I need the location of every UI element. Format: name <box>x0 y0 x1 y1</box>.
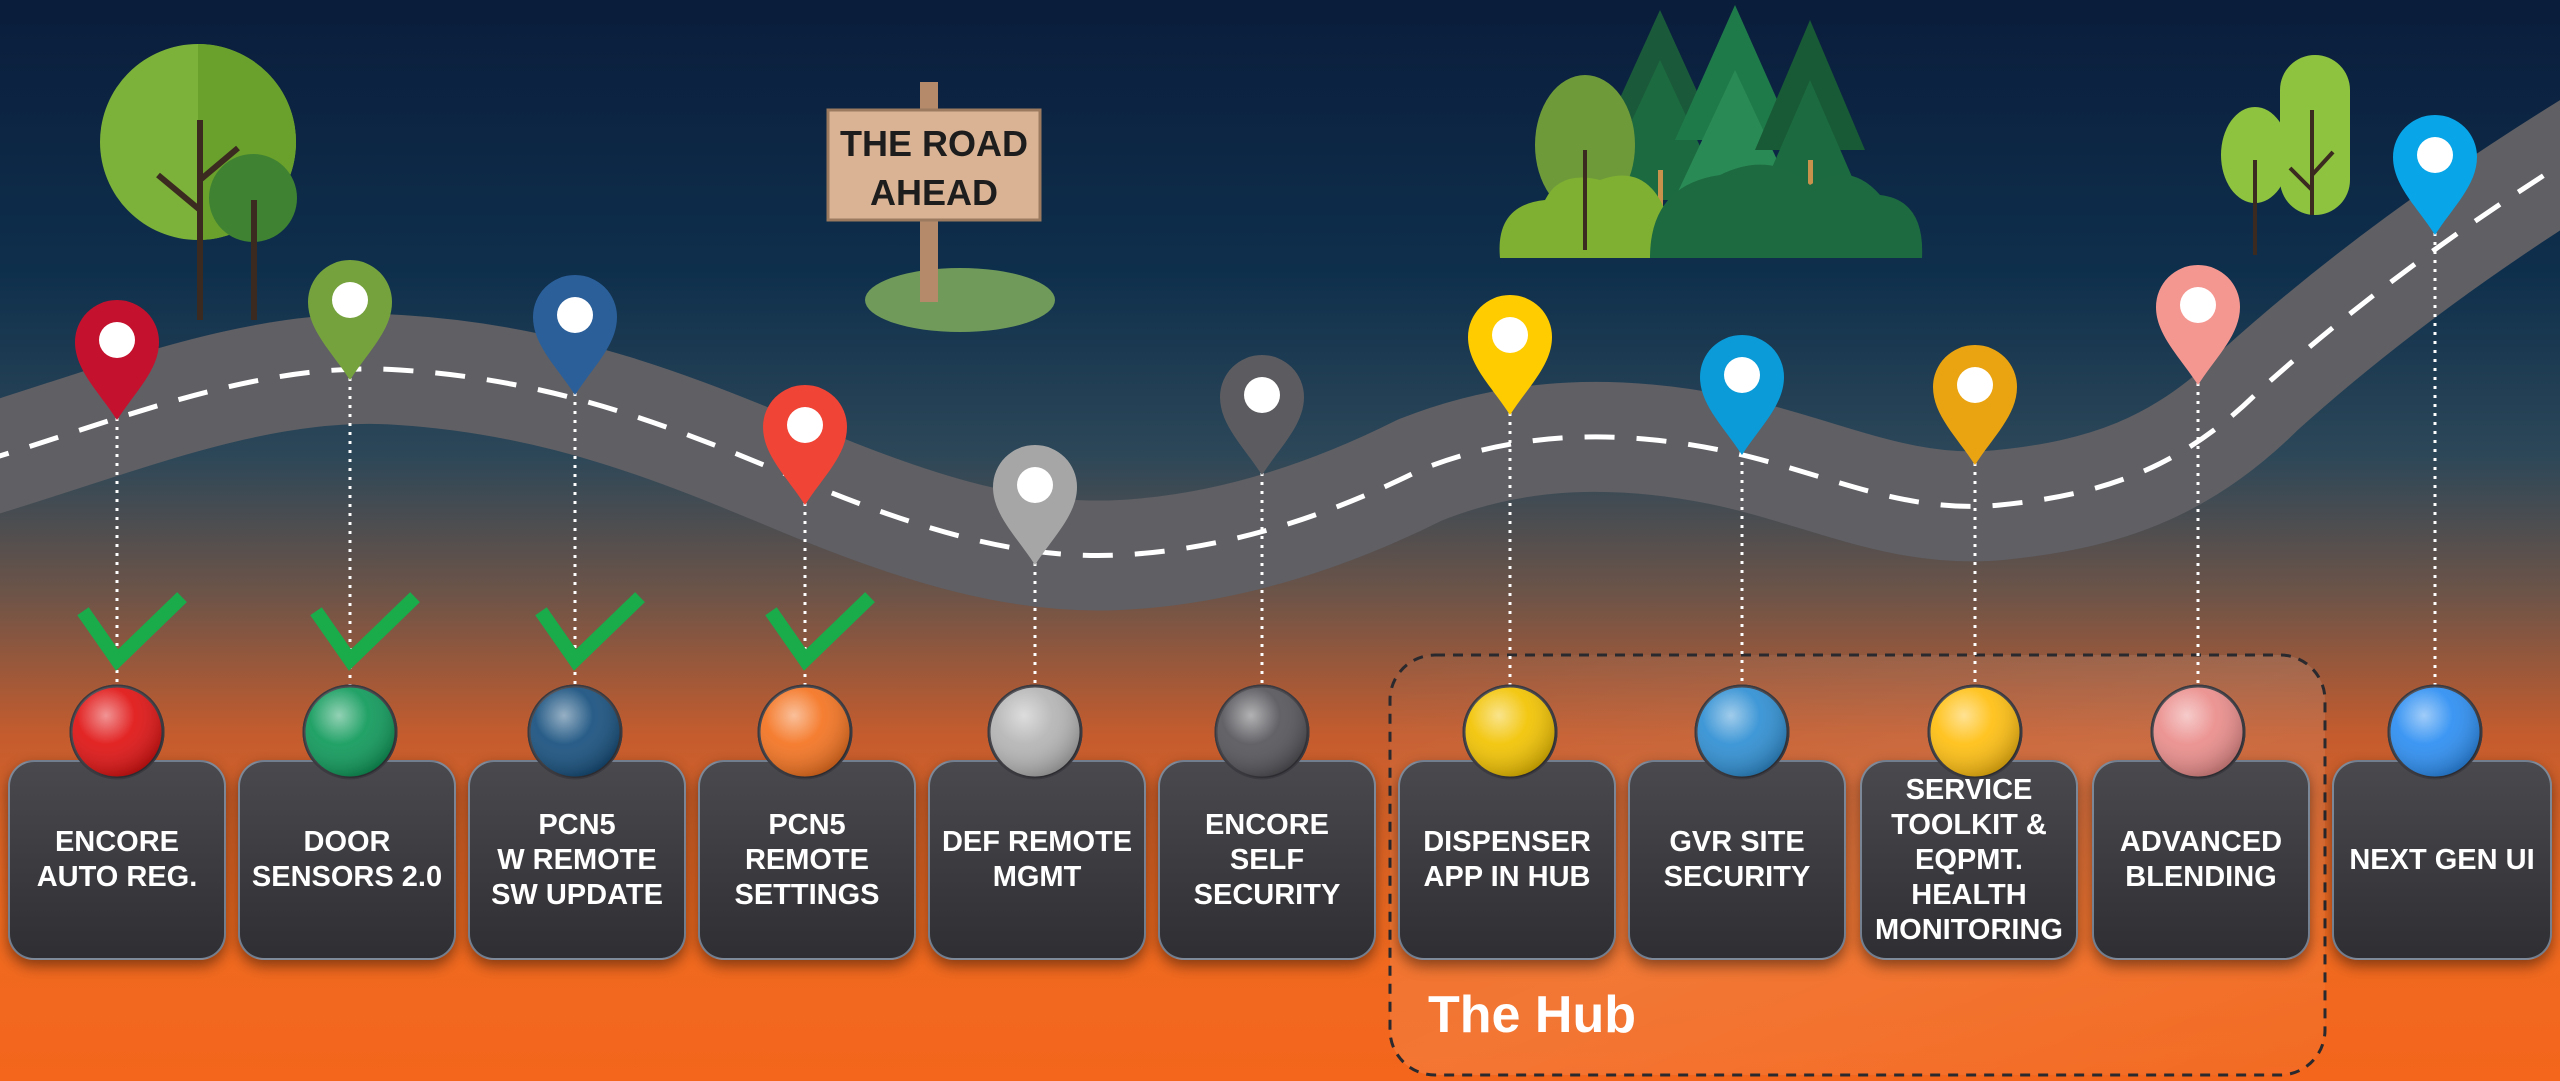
checkmark-icon <box>310 592 420 671</box>
checkmark-icon <box>535 592 645 671</box>
milestone-card: ADVANCED BLENDING <box>2092 760 2310 960</box>
milestone-card: ENCORE AUTO REG. <box>8 760 226 960</box>
map-pin-icon <box>1700 335 1784 455</box>
checkmark-icon <box>765 592 875 671</box>
map-pin-icon <box>75 300 159 420</box>
map-pin-hole <box>1957 367 1993 403</box>
map-pin-icon <box>763 385 847 505</box>
milestone-label: DEF REMOTE MGMT <box>941 826 1133 893</box>
milestone-label: DISPENSER APP IN HUB <box>1423 826 1591 893</box>
milestone-card: DOOR SENSORS 2.0 <box>238 760 456 960</box>
sign-line-1: THE ROAD <box>840 123 1028 164</box>
milestone-card: DEF REMOTE MGMT <box>928 760 1146 960</box>
milestone-label: DOOR SENSORS 2.0 <box>251 826 443 893</box>
map-pin-hole <box>99 322 135 358</box>
map-pin-icon <box>1468 295 1552 415</box>
map-pin-hole <box>787 407 823 443</box>
milestone-card: SERVICE TOOLKIT & EQPMT. HEALTH MONITORI… <box>1860 760 2078 960</box>
map-pin-hole <box>1492 317 1528 353</box>
milestone-label: ENCORE SELF SECURITY <box>1193 808 1341 911</box>
map-pin-icon <box>1933 345 2017 465</box>
winding-road <box>0 100 2560 611</box>
map-pin-icon <box>2393 115 2477 235</box>
milestone-card: PCN5 W REMOTE SW UPDATE <box>468 760 686 960</box>
milestone-card: ENCORE SELF SECURITY <box>1158 760 1376 960</box>
milestone-label: PCN5 REMOTE SETTINGS <box>734 808 880 911</box>
map-pin-hole <box>2417 137 2453 173</box>
milestone-card: GVR SITE SECURITY <box>1628 760 1846 960</box>
milestone-label: NEXT GEN UI <box>2349 843 2535 876</box>
milestone-label: PCN5 W REMOTE SW UPDATE <box>491 808 663 911</box>
checkmark-icon <box>77 592 187 671</box>
map-pin-icon <box>993 445 1077 565</box>
map-pin-icon <box>2156 265 2240 385</box>
map-pin-hole <box>1017 467 1053 503</box>
small-trees-right <box>2221 55 2350 255</box>
milestone-label: ENCORE AUTO REG. <box>36 826 198 893</box>
milestone-label: ADVANCED BLENDING <box>2119 826 2283 893</box>
milestone-label: GVR SITE SECURITY <box>1663 826 1811 893</box>
map-pin-hole <box>557 297 593 333</box>
map-pin-hole <box>2180 287 2216 323</box>
sign-line-2: AHEAD <box>870 172 998 213</box>
forest-cluster <box>1499 5 1923 258</box>
round-tree-left <box>100 44 297 320</box>
map-pin-icon <box>308 260 392 380</box>
map-pin-hole <box>332 282 368 318</box>
map-pin-hole <box>1244 377 1280 413</box>
hub-region <box>1388 653 2327 1077</box>
milestone-card: PCN5 REMOTE SETTINGS <box>698 760 916 960</box>
map-pin-icon <box>533 275 617 395</box>
map-pin-hole <box>1724 357 1760 393</box>
milestone-card: NEXT GEN UI <box>2332 760 2552 960</box>
milestone-label: SERVICE TOOLKIT & EQPMT. HEALTH MONITORI… <box>1875 773 2063 946</box>
hub-title: The Hub <box>1428 986 1636 1044</box>
milestone-card: DISPENSER APP IN HUB <box>1398 760 1616 960</box>
map-pin-icon <box>1220 355 1304 475</box>
road-ahead-sign: THE ROAD AHEAD <box>826 82 1055 332</box>
